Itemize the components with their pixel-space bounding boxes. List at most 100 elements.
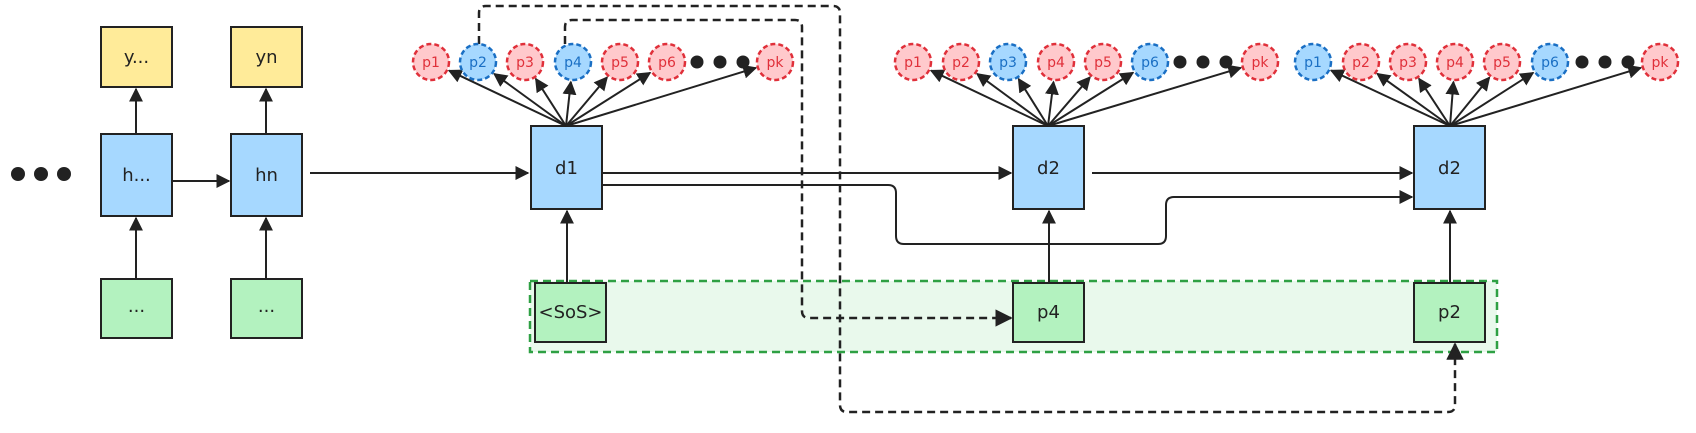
token-arrow xyxy=(565,64,758,127)
token-arrow xyxy=(534,77,567,127)
token-arrow xyxy=(1418,77,1451,127)
token-node xyxy=(755,42,795,82)
decoder-hidden-box xyxy=(1012,125,1085,210)
token-node xyxy=(1435,42,1475,82)
token-label: pk xyxy=(1252,55,1270,71)
token-label: p2 xyxy=(1352,55,1370,71)
token-node xyxy=(1388,42,1428,82)
ellipsis-dots-icon xyxy=(11,167,71,181)
token-arrow xyxy=(493,72,567,127)
token-arrow xyxy=(1445,80,1460,127)
decoder-input-label: p2 xyxy=(1438,302,1461,323)
token-arrow xyxy=(1047,71,1135,127)
token-arrow xyxy=(1329,69,1451,127)
token-arrow xyxy=(565,76,609,127)
token-node xyxy=(600,42,640,82)
decoder-step: d1 <SoS> xyxy=(530,125,607,343)
token-label: p2 xyxy=(952,55,970,71)
token-label: p6 xyxy=(1141,55,1159,71)
output-label: y... xyxy=(124,47,149,68)
token-label: p6 xyxy=(1541,55,1559,71)
token-label: p6 xyxy=(658,55,676,71)
skip-connection-arrow xyxy=(603,184,1414,245)
token-arrow xyxy=(1449,64,1643,127)
token-label: p4 xyxy=(1446,55,1464,71)
token-label: p5 xyxy=(1493,55,1511,71)
ellipsis-dots-icon xyxy=(1173,55,1233,69)
hidden-label: hn xyxy=(255,165,278,186)
token-arrow xyxy=(562,80,577,127)
token-node xyxy=(1640,42,1680,82)
token-arrow xyxy=(1017,77,1049,127)
token-label: p3 xyxy=(516,55,534,71)
token-node xyxy=(1036,42,1076,82)
decoder-hidden-label: d2 xyxy=(1438,158,1461,179)
decoder-input-label: <SoS> xyxy=(538,302,602,323)
hidden-label: h... xyxy=(122,165,151,186)
token-label: p4 xyxy=(1047,55,1065,71)
token-node xyxy=(1083,42,1123,82)
decoder-input-box xyxy=(1012,282,1085,343)
decoder-hidden-box xyxy=(530,125,603,210)
token-node xyxy=(647,42,687,82)
token-fan: p1 p2 p3 p4 p5 p6 pk xyxy=(1293,42,1680,127)
encoder-column: y... h... ... xyxy=(100,26,173,339)
encoder-column: yn hn ... xyxy=(230,26,303,339)
decoder-input-box xyxy=(1413,282,1486,343)
token-arrow xyxy=(1045,80,1059,127)
token-fans: p1 p2 p3 p4 p5 p6 pk p1 p2 p3 p4 p5 p6 pk p1 p2 p3 p4 p5 p6… xyxy=(411,42,1680,127)
token-arrow xyxy=(929,69,1049,127)
input-box xyxy=(230,278,303,339)
output-box xyxy=(230,26,303,88)
token-node xyxy=(1240,42,1280,82)
token-arrow xyxy=(1047,76,1091,127)
token-node xyxy=(941,42,981,82)
ellipsis-dots-icon xyxy=(690,55,750,69)
selected-token-node xyxy=(1293,42,1333,82)
token-arrow xyxy=(1449,71,1535,127)
token-arrow xyxy=(975,73,1049,127)
token-node xyxy=(1341,42,1381,82)
hidden-box xyxy=(230,133,303,217)
token-label: pk xyxy=(1652,55,1670,71)
token-label: p1 xyxy=(1304,55,1322,71)
selected-token-node xyxy=(458,42,498,82)
token-label: p3 xyxy=(999,55,1017,71)
decoder-hidden-label: d1 xyxy=(555,158,578,179)
token-arrow xyxy=(565,71,652,127)
hidden-box xyxy=(100,133,173,217)
decoder-step: d2 p2 xyxy=(1413,125,1486,343)
token-fan: p1 p2 p3 p4 p5 p6 pk xyxy=(893,42,1280,127)
decoder-step: d2 p4 xyxy=(1012,125,1085,343)
token-arrow xyxy=(1376,72,1451,127)
decoder-input-label: p4 xyxy=(1037,302,1060,323)
input-label: ... xyxy=(258,296,275,317)
output-label: yn xyxy=(255,47,277,68)
decoder-hidden-label: d2 xyxy=(1037,158,1060,179)
decoder-hidden-box xyxy=(1413,125,1486,210)
selected-token-node xyxy=(988,42,1028,82)
selected-token-node xyxy=(1530,42,1570,82)
token-node xyxy=(505,42,545,82)
decoder-input-box xyxy=(534,282,607,343)
token-label: pk xyxy=(767,55,785,71)
token-label: p4 xyxy=(564,55,582,71)
token-label: p3 xyxy=(1399,55,1417,71)
token-label: p1 xyxy=(904,55,922,71)
token-arrow xyxy=(1047,64,1243,127)
token-node xyxy=(1482,42,1522,82)
token-label: p1 xyxy=(422,55,440,71)
token-label: p5 xyxy=(1094,55,1112,71)
token-label: p2 xyxy=(469,55,487,71)
selected-token-node xyxy=(553,42,593,82)
feedback-arrow-p2 xyxy=(477,4,1464,414)
output-box xyxy=(100,26,173,88)
token-fan: p1 p2 p3 p4 p5 p6 pk xyxy=(411,42,795,127)
token-arrow xyxy=(1449,76,1491,127)
token-label: p5 xyxy=(611,55,629,71)
token-node xyxy=(411,42,451,82)
ellipsis-dots-icon xyxy=(1575,55,1635,69)
token-arrow xyxy=(447,69,567,127)
input-label: ... xyxy=(128,296,145,317)
